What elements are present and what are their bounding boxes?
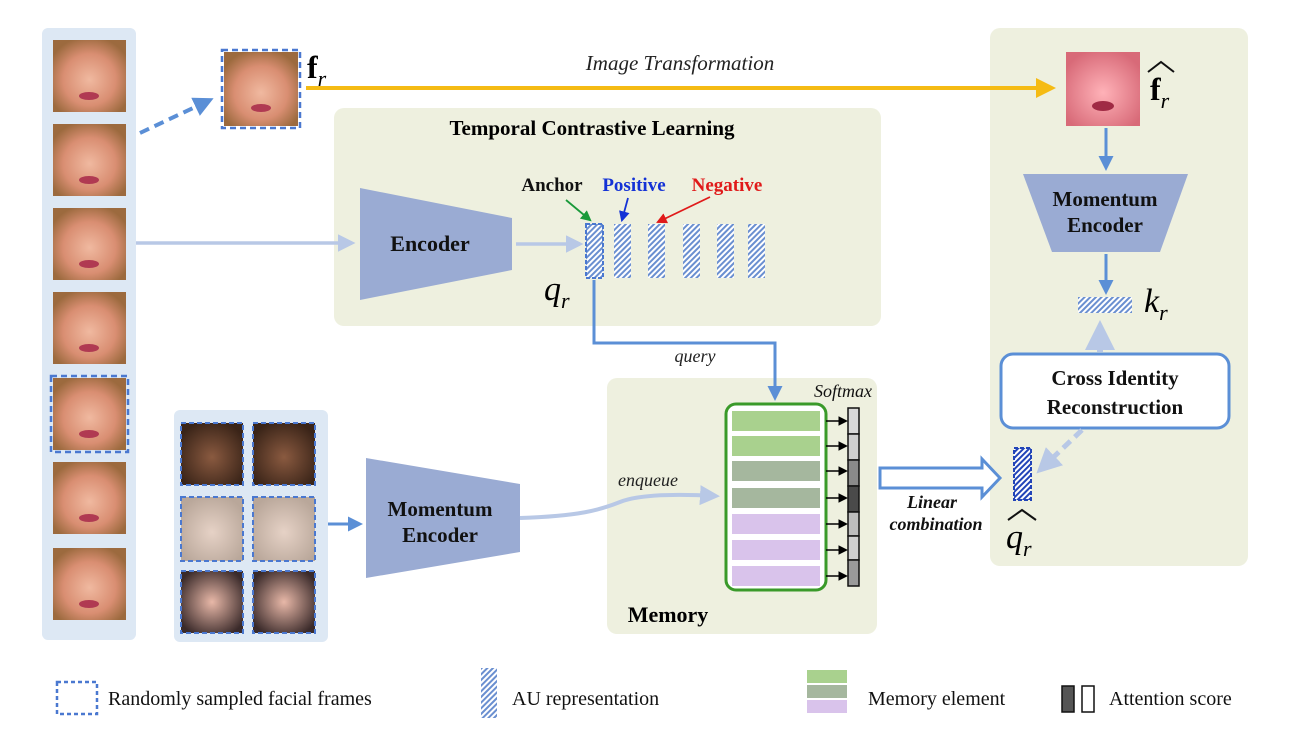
face-frame (53, 208, 126, 280)
face-frame (53, 40, 126, 112)
legend-memory-dark-icon (807, 685, 847, 698)
face-frame-sampled (49, 374, 130, 454)
legend-memory-purple-icon (807, 700, 847, 713)
legend-dashed-box-icon (55, 680, 99, 716)
k-r-label: kr (1144, 283, 1168, 325)
memory-element (732, 514, 820, 534)
anchor-label: Anchor (521, 175, 583, 196)
k-feature (1078, 297, 1132, 313)
encoder-block (360, 188, 512, 300)
memory-element (732, 540, 820, 560)
identity-face (180, 570, 244, 634)
identity-face (180, 496, 244, 562)
legend-attention-label: Attention score (1109, 688, 1232, 710)
query-arrow (592, 280, 783, 401)
legend-sampled-label: Randomly sampled facial frames (108, 688, 372, 710)
face-frame (53, 462, 126, 534)
memory-attention-arrows (826, 416, 848, 581)
right-momentum-encoder-block (1023, 174, 1188, 252)
memory-element (732, 566, 820, 586)
positive-pointer (619, 197, 630, 223)
negative-feature (748, 224, 765, 278)
momentum-encoder-block (366, 458, 520, 578)
identity-face (180, 422, 244, 486)
cross-to-qhat-arrow (1036, 428, 1084, 474)
transformed-face (1066, 52, 1140, 126)
positive-label: Positive (602, 175, 665, 196)
q-hat-accent (1007, 508, 1037, 521)
negative-feature (683, 224, 700, 278)
legend: Randomly sampled facial frames AU repres… (55, 668, 1232, 718)
encoder-label: Encoder (390, 231, 470, 256)
legend-au-label: AU representation (512, 688, 659, 710)
softmax-scores (847, 407, 860, 587)
positive-feature (614, 224, 631, 278)
linear-combination-arrow (878, 455, 1003, 501)
f-r-label: fr (307, 49, 327, 91)
q-hat-label: qr (1006, 519, 1032, 561)
enqueue-arrow (519, 485, 720, 520)
anchor-pointer (565, 199, 592, 222)
identity-faces-grid (180, 422, 316, 634)
negative-feature (717, 224, 734, 278)
identity-face (252, 570, 316, 634)
negative-label: Negative (692, 175, 763, 196)
negative-feature (648, 224, 665, 278)
q-r-label: qr (544, 271, 570, 313)
face-frame (53, 124, 126, 196)
f-hat-accent (1147, 60, 1175, 73)
memory-element (732, 461, 820, 481)
anchor-feature (585, 223, 604, 279)
negative-pointer (656, 196, 711, 224)
tcl-title: Temporal Contrastive Learning (449, 116, 735, 140)
q-hat-feature (1013, 447, 1032, 501)
enqueue-label: enqueue (618, 470, 678, 490)
identity-face (252, 496, 316, 562)
legend-memory-label: Memory element (868, 688, 1006, 710)
query-label: query (675, 346, 716, 366)
memory-element (732, 411, 820, 431)
softmax-label: Softmax (814, 381, 872, 401)
face-frames-column (49, 40, 130, 620)
legend-attention-dark-icon (1061, 685, 1075, 713)
identity-face (252, 422, 316, 486)
face-frame (53, 292, 126, 364)
face-frame (53, 548, 126, 620)
memory-element (732, 436, 820, 456)
legend-attention-light-icon (1081, 685, 1095, 713)
legend-memory-green-icon (807, 670, 847, 683)
image-transformation-label: Image Transformation (585, 51, 774, 75)
memory-element (732, 488, 820, 508)
sampled-frame-fr (220, 48, 302, 130)
f-hat-label: fr (1150, 71, 1170, 113)
memory-title: Memory (628, 602, 709, 627)
legend-hatch-icon (481, 668, 497, 718)
sample-arrow (139, 97, 214, 135)
cross-identity-box (999, 352, 1231, 430)
